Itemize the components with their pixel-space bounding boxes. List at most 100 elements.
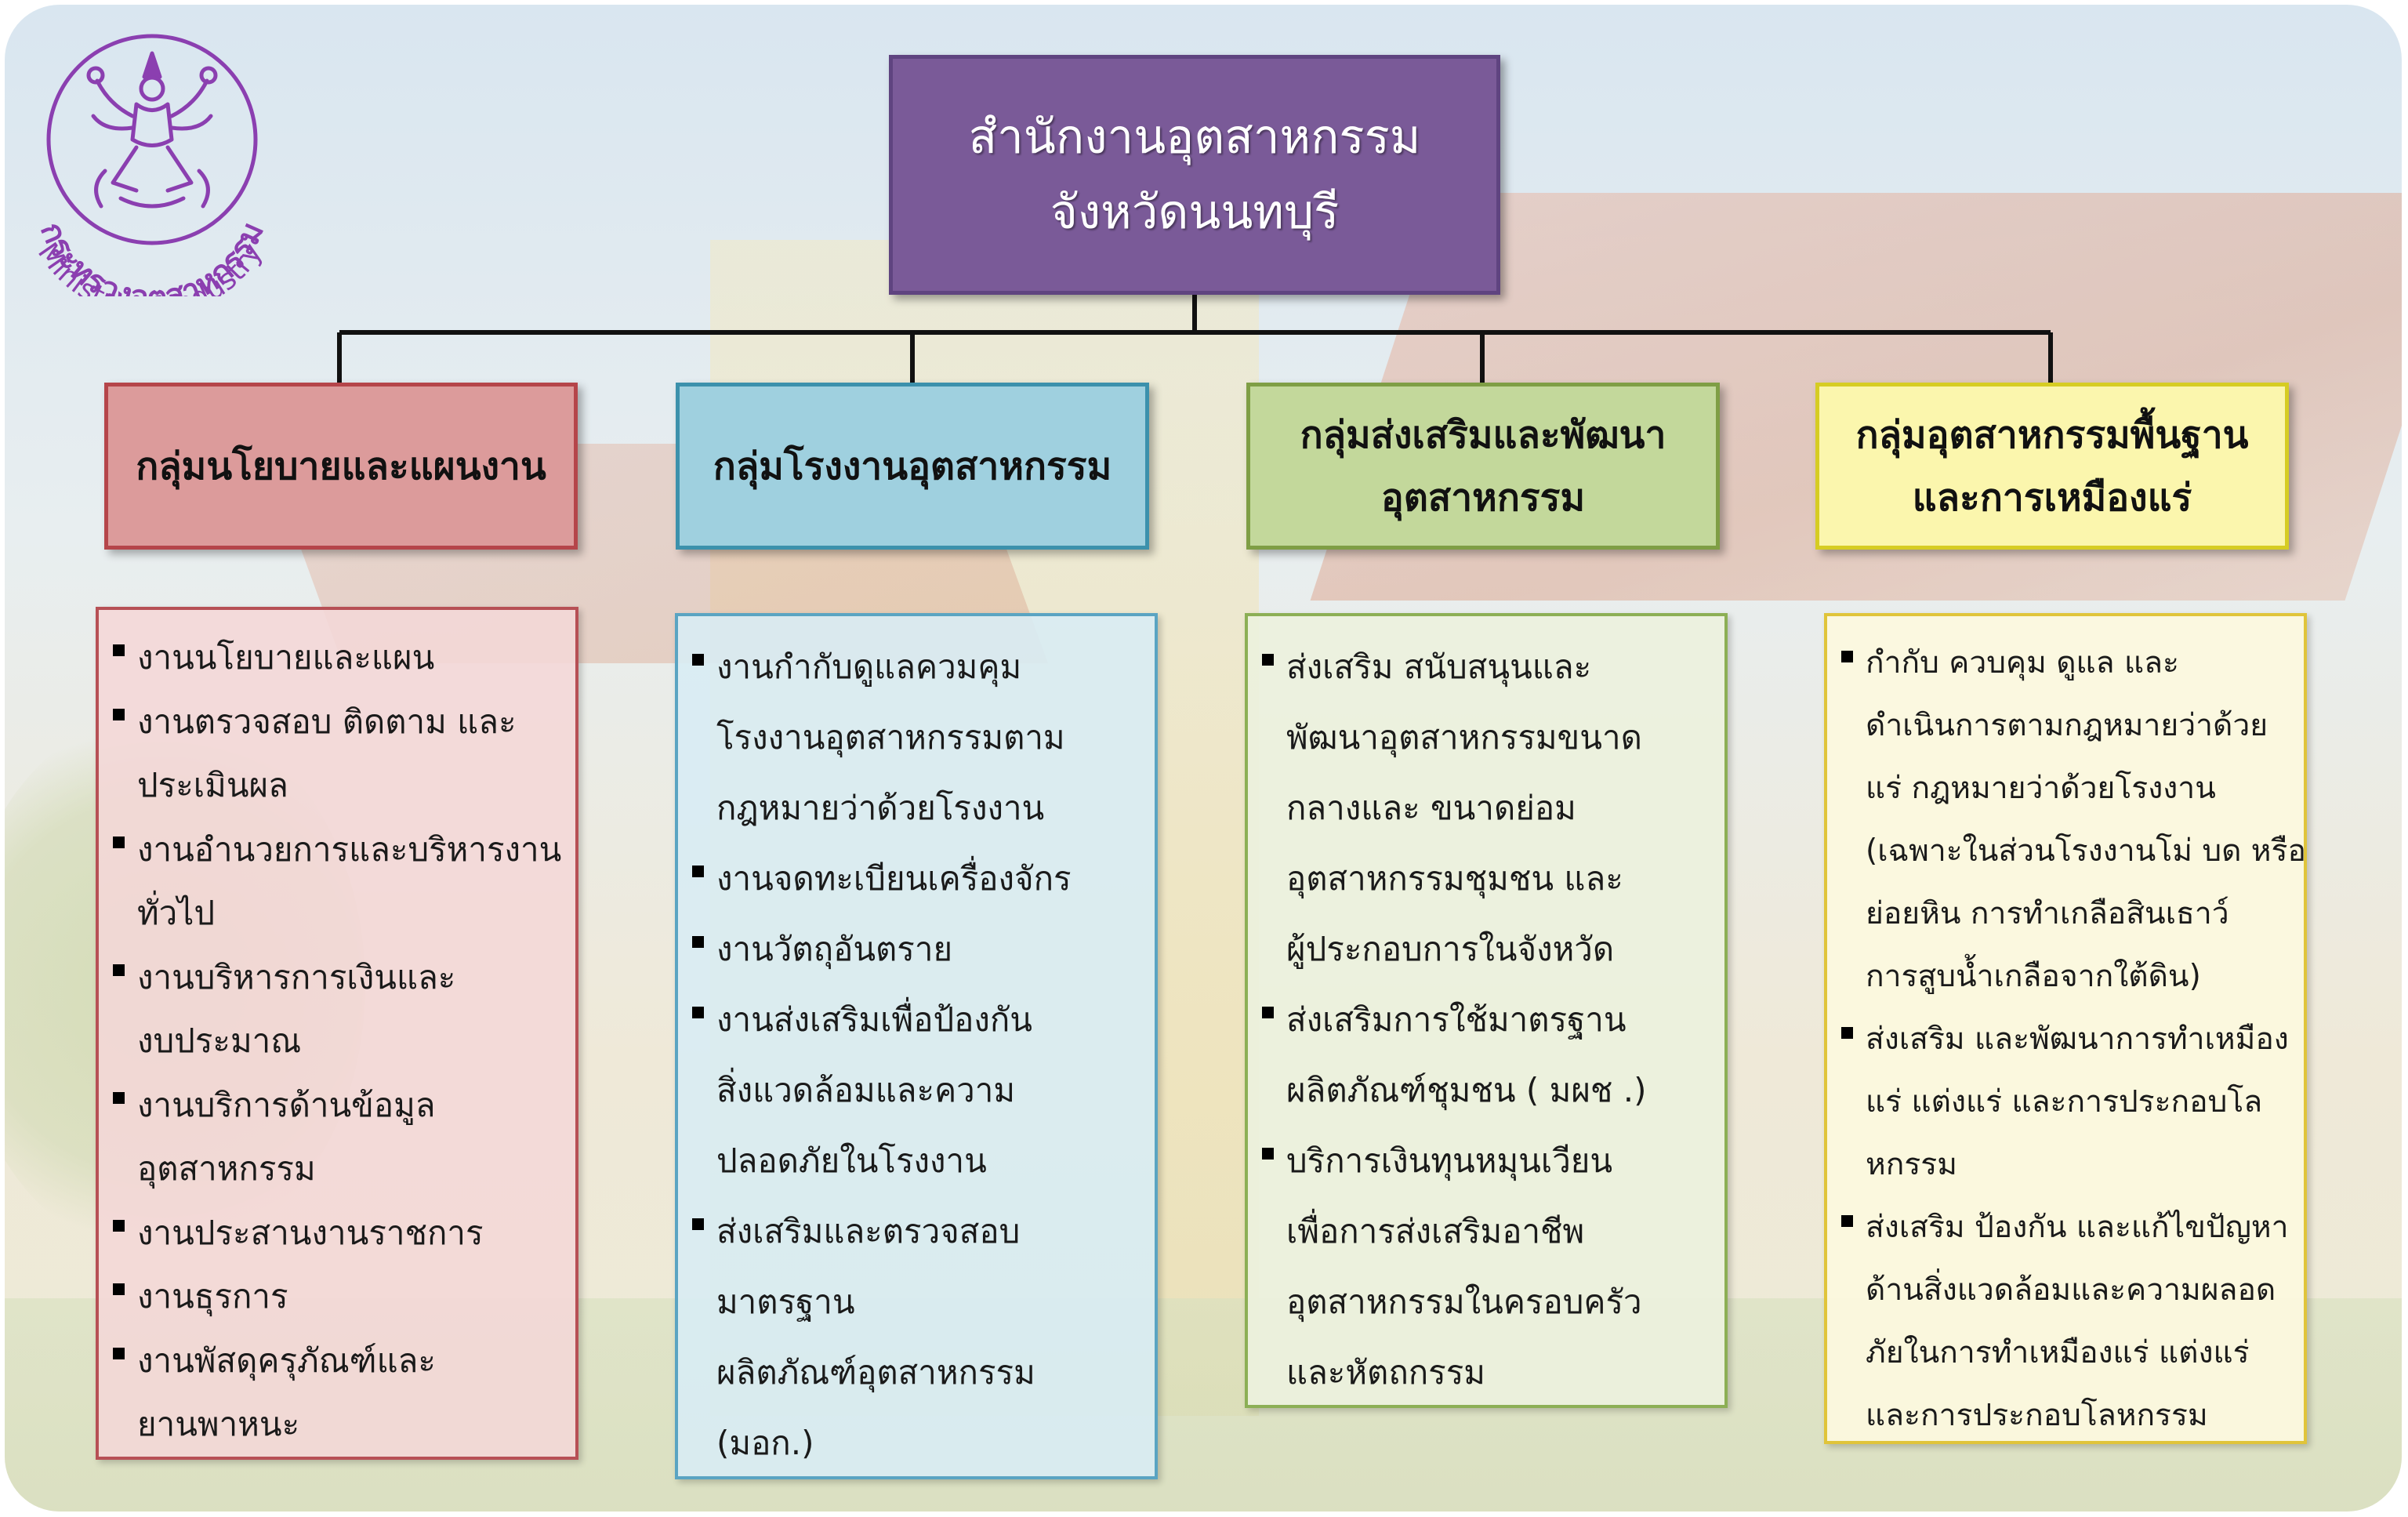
list-item-text: งานส่งเสริมเพื่อป้องกัน (716, 1000, 1032, 1039)
duty-list-policy-planning: งานนโยบายและแผน งานตรวจสอบ ติดตาม และประ… (96, 607, 578, 1460)
list-item-text: ส่งเสริมและตรวจสอบ (716, 1212, 1021, 1250)
list-item-text: ผลิตภัณฑ์ชุมชน ( มผช .) (1286, 1071, 1647, 1109)
list-item: ส่งเสริม ป้องกัน และแก้ไขปัญหาด้านสิ่งแว… (1841, 1196, 2290, 1447)
group-box-policy-planning: กลุ่มนโยบายและแผนงาน (104, 383, 578, 550)
list-item-text: งานธุรการ (137, 1277, 288, 1316)
office-title-line-1: สำนักงานอุตสาหกรรม (968, 110, 1421, 165)
list-item-text: อุตสาหกรรม (137, 1149, 316, 1188)
duty-list-promotion-development: ส่งเสริม สนับสนุนและพัฒนาอุตสาหกรรมขนาดก… (1245, 613, 1728, 1408)
list-item-text: มาตรฐาน (716, 1283, 855, 1321)
list-item-text: ย่อยหิน การทำเกลือสินเธาว์ (1866, 896, 2229, 931)
group-title-line: อุตสาหกรรม (1380, 475, 1586, 520)
group-box-basic-industry-mining: กลุ่มอุตสาหกรรมพื้นฐาน และการเหมืองแร่ (1815, 383, 2289, 550)
list-item: งานบริการด้านข้อมูลอุตสาหกรรม (113, 1073, 561, 1201)
square-bullet-icon (1841, 651, 1853, 662)
square-bullet-icon (1262, 1007, 1274, 1018)
office-title-line-2: จังหวัดนนทบุรี (1050, 185, 1340, 240)
office-title-box: สำนักงานอุตสาหกรรม จังหวัดนนทบุรี (889, 55, 1500, 295)
list-item: งานประสานงานราชการ (113, 1201, 561, 1265)
group-title-line: กลุ่มโรงงานอุตสาหกรรม (713, 444, 1112, 488)
list-item-text: ทั่วไป (137, 894, 216, 932)
square-bullet-icon (1841, 1215, 1853, 1227)
list-item: งานบริหารการเงินและงบประมาณ (113, 945, 561, 1073)
list-item: ส่งเสริม สนับสนุนและพัฒนาอุตสาหกรรมขนาดก… (1262, 632, 1710, 985)
list-item-text: ผลิตภัณฑ์อุตสาหกรรม (716, 1353, 1035, 1392)
list-item-text: แร่ แต่งแร่ และการประกอบโล (1866, 1084, 2263, 1120)
list-item: ส่งเสริมและตรวจสอบมาตรฐานผลิตภัณฑ์อุตสาห… (692, 1196, 1141, 1479)
duty-list-basic-industry-mining: กำกับ ควบคุม ดูแล และดำเนินการตามกฎหมายว… (1824, 613, 2307, 1444)
list-item-text: (มอก.) (716, 1424, 814, 1462)
list-item-text: แร่ กฎหมายว่าด้วยโรงงาน (1866, 771, 2216, 806)
list-item-text: งานกำกับดูแลควมคุม (716, 648, 1022, 686)
square-bullet-icon (113, 644, 125, 656)
list-item-text: ดำเนินการตามกฎหมายว่าด้วย (1866, 708, 2268, 743)
square-bullet-icon (1262, 654, 1274, 666)
list-item-text: งบประมาณ (137, 1022, 302, 1060)
list-item-text: ด้านสิ่งแวดล้อมและความผลอด (1866, 1272, 2276, 1308)
list-item-text: เพื่อการส่งเสริมอาชีพ (1286, 1212, 1585, 1250)
list-item-text: สิ่งแวดล้อมและความ (716, 1071, 1016, 1109)
list-item-text: บริการเงินทุนหมุนเวียน (1286, 1141, 1613, 1180)
square-bullet-icon (113, 836, 125, 848)
list-item-text: และหัตถกรรม (1286, 1353, 1485, 1392)
list-item: งานอำนวยการและบริหารงานทั่วไป (113, 818, 561, 945)
square-bullet-icon (113, 1347, 125, 1359)
square-bullet-icon (113, 964, 125, 976)
list-item-text: ส่งเสริม ป้องกัน และแก้ไขปัญหา (1866, 1210, 2289, 1245)
list-item-text: ปลอดภัยในโรงงาน (716, 1141, 987, 1180)
list-item: ส่งเสริมการใช้มาตรฐานผลิตภัณฑ์ชุมชน ( มผ… (1262, 985, 1710, 1126)
list-item-text: งานจดทะเบียนเครื่องจักร (716, 859, 1072, 898)
list-item-text: หกรรม (1866, 1147, 1957, 1182)
square-bullet-icon (1841, 1027, 1853, 1039)
group-box-industrial-factory: กลุ่มโรงงานอุตสาหกรรม (676, 383, 1149, 550)
list-item-text: ส่งเสริม และพัฒนาการทำเหมือง (1866, 1022, 2289, 1057)
square-bullet-icon (692, 654, 704, 666)
list-item-text: ประเมินผล (137, 766, 288, 804)
list-item: งานจดทะเบียนเครื่องจักร (692, 844, 1141, 914)
square-bullet-icon (113, 708, 125, 720)
list-item-text: อุตสาหกรรมในครอบครัว (1286, 1283, 1642, 1321)
list-item: งานกำกับดูแลควมคุมโรงงานอุตสาหกรรมตามกฎห… (692, 632, 1141, 844)
list-item: งานวัตถุอันตราย (692, 914, 1141, 985)
list-item-text: งานนโยบายและแผน (137, 638, 435, 677)
list-item-text: ยานพาหนะ (137, 1405, 300, 1443)
list-item-text: ส่งเสริมการใช้มาตรฐาน (1286, 1000, 1626, 1039)
list-item: งานธุรการ (113, 1265, 561, 1329)
square-bullet-icon (113, 1219, 125, 1232)
square-bullet-icon (692, 866, 704, 877)
group-box-promotion-development: กลุ่มส่งเสริมและพัฒนา อุตสาหกรรม (1246, 383, 1720, 550)
list-item-text: งานบริหารการเงินและ (137, 957, 456, 996)
list-item: งานพัสดุครุภัณฑ์และยานพาหนะ (113, 1329, 561, 1457)
list-item-text: งานพัสดุครุภัณฑ์และ (137, 1341, 436, 1380)
list-item-text: กำกับ ควบคุม ดูแล และ (1866, 645, 2179, 680)
list-item-text: ผู้ประกอบการในจังหวัด (1286, 930, 1615, 968)
list-item-text: ภัยในการทำเหมืองแร่ แต่งแร่ (1866, 1335, 2250, 1370)
list-item-text: การสูบน้ำเกลือจากใต้ดิน) (1866, 959, 2201, 994)
list-item: งานส่งเสริมเพื่อป้องกันสิ่งแวดล้อมและควา… (692, 985, 1141, 1196)
list-item-text: งานบริการด้านข้อมูล (137, 1085, 436, 1124)
square-bullet-icon (692, 936, 704, 948)
list-item-text: งานตรวจสอบ ติดตาม และ (137, 702, 517, 741)
list-item-text: (เฉพาะในส่วนโรงงานโม่ บด หรือ (1866, 833, 2306, 869)
square-bullet-icon (113, 1091, 125, 1104)
list-item-text: โรงงานอุตสาหกรรมตาม (716, 718, 1065, 757)
list-item: บริการเงินทุนหมุนเวียนเพื่อการส่งเสริมอา… (1262, 1126, 1710, 1408)
square-bullet-icon (692, 1007, 704, 1018)
logo-ring (46, 34, 258, 245)
list-item: งานนโยบายและแผน (113, 626, 561, 690)
list-item: กำกับ ควบคุม ดูแล และดำเนินการตามกฎหมายว… (1841, 632, 2306, 1008)
list-item-text: ส่งเสริม สนับสนุนและ (1286, 648, 1592, 686)
square-bullet-icon (1262, 1148, 1274, 1160)
list-item-text: และการประกอบโลหกรรม (1866, 1398, 2208, 1433)
list-item-text: งานประสานงานราชการ (137, 1213, 484, 1252)
square-bullet-icon (692, 1218, 704, 1230)
group-title-line: กลุ่มส่งเสริมและพัฒนา (1300, 412, 1666, 457)
list-item-text: งานวัตถุอันตราย (716, 930, 953, 968)
ministry-logo: กระทรวงอุตสาหกรรม Ministry of Industry (31, 34, 271, 296)
duty-list-industrial-factory: งานกำกับดูแลควมคุมโรงงานอุตสาหกรรมตามกฎห… (675, 613, 1158, 1479)
list-item-text: กลางและ ขนาดย่อม (1286, 789, 1576, 827)
list-item-text: งานอำนวยการและบริหารงาน (137, 829, 562, 869)
list-item-text: กฎหมายว่าด้วยโรงงาน (716, 789, 1045, 827)
group-title-line: กลุ่มนโยบายและแผนงาน (136, 444, 546, 488)
group-title-line: กลุ่มอุตสาหกรรมพื้นฐาน (1855, 412, 2249, 457)
